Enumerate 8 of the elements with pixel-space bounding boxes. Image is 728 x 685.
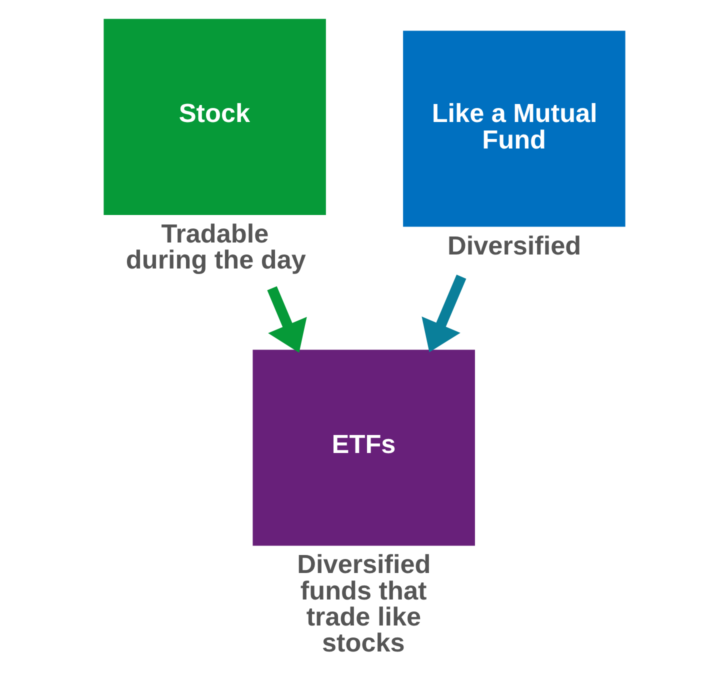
node-label: Diversified funds that trade like stocks: [296, 549, 430, 658]
node-label: Tradable during the day: [125, 218, 306, 275]
node-box: Like a Mutual Fund: [402, 30, 625, 227]
node-label: Diversified: [447, 230, 581, 260]
node-box: ETFs: [252, 350, 474, 546]
arrow: [421, 274, 466, 352]
arrow: [266, 286, 306, 353]
node-box: Stock: [103, 18, 326, 216]
